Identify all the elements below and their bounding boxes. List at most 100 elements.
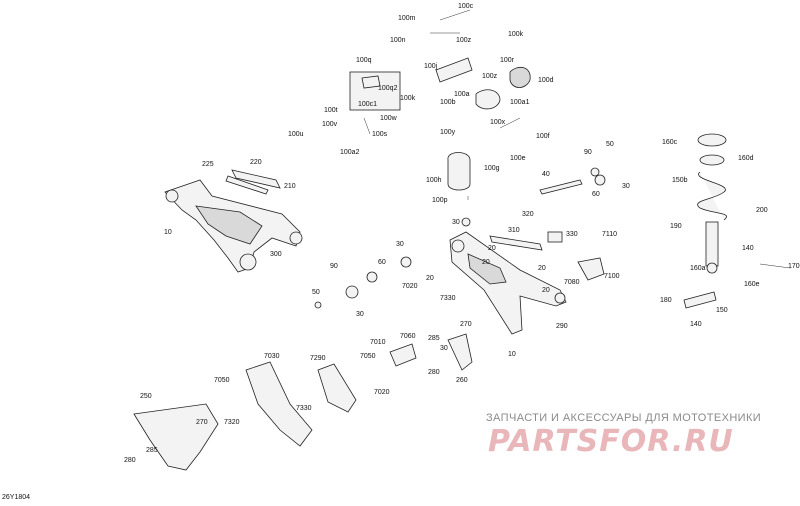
label-100s: 100s xyxy=(372,131,388,138)
bushing-30-c xyxy=(400,256,412,268)
label-160e: 160e xyxy=(744,281,760,288)
callout-labels: 100c 100m 100n 100z 100k 100q 100j 100r … xyxy=(124,3,800,464)
bushing-30-d xyxy=(345,285,359,299)
label-7020-b: 7020 xyxy=(374,389,390,396)
label-7100: 7100 xyxy=(604,273,620,280)
label-7330: 7330 xyxy=(440,295,456,302)
label-7320: 7320 xyxy=(224,419,240,426)
label-7080: 7080 xyxy=(564,279,580,286)
label-10-right: 10 xyxy=(508,351,516,358)
bushing-60 xyxy=(594,174,606,186)
label-60-b: 60 xyxy=(378,259,386,266)
guard-250 xyxy=(133,403,219,471)
label-7030: 7030 xyxy=(264,353,280,360)
bracket-7100 xyxy=(577,257,605,281)
label-100h: 100h xyxy=(426,177,442,184)
watermark-logo: PARTSFOR.RU xyxy=(488,424,734,459)
label-90: 90 xyxy=(584,149,592,156)
label-100k: 100k xyxy=(400,95,416,102)
label-100u: 100u xyxy=(288,131,304,138)
label-140: 140 xyxy=(742,245,754,252)
label-50-b: 50 xyxy=(312,289,320,296)
label-7010: 7010 xyxy=(370,339,386,346)
label-7290: 7290 xyxy=(310,355,326,362)
label-270: 270 xyxy=(460,321,472,328)
label-100c: 100c xyxy=(458,3,474,10)
label-100a: 100a xyxy=(454,91,470,98)
label-50: 50 xyxy=(606,141,614,148)
label-100a1: 100a1 xyxy=(510,99,530,106)
swing-arm-left xyxy=(164,179,303,273)
label-100c1: 100c1 xyxy=(358,101,377,108)
label-150: 150 xyxy=(716,307,728,314)
guard-7290 xyxy=(317,363,357,413)
label-210: 210 xyxy=(284,183,296,190)
label-160a: 160a xyxy=(690,265,706,272)
label-20-b: 20 xyxy=(482,259,490,266)
rod-40 xyxy=(539,179,583,195)
label-180: 180 xyxy=(660,297,672,304)
label-40: 40 xyxy=(542,171,550,178)
label-100q: 100q xyxy=(356,57,372,64)
label-100z: 100z xyxy=(456,37,472,44)
bushing-60-b xyxy=(366,271,378,283)
bushing-30-a xyxy=(461,217,471,227)
label-30-d: 30 xyxy=(356,311,364,318)
label-60: 60 xyxy=(592,191,600,198)
swing-arm-right xyxy=(449,231,567,335)
label-100v: 100v xyxy=(322,121,338,128)
label-7050-b: 7050 xyxy=(214,377,230,384)
label-30-c: 30 xyxy=(396,241,404,248)
label-20-d: 20 xyxy=(538,265,546,272)
label-100k-top: 100k xyxy=(508,31,524,38)
label-100z2: 100z xyxy=(482,73,498,80)
bracket-260 xyxy=(447,333,473,371)
label-300: 300 xyxy=(270,251,282,258)
label-100p: 100p xyxy=(432,197,448,204)
label-100a2: 100a2 xyxy=(340,149,360,156)
label-140-b: 140 xyxy=(690,321,702,328)
label-30: 30 xyxy=(622,183,630,190)
label-320: 320 xyxy=(522,211,534,218)
label-100y: 100y xyxy=(440,129,456,136)
label-100g: 100g xyxy=(484,165,500,172)
label-225: 225 xyxy=(202,161,214,168)
diagram-code: 26Y1804 xyxy=(2,494,31,501)
part-330-block xyxy=(547,231,563,243)
label-100w: 100w xyxy=(380,115,398,122)
label-285-b: 285 xyxy=(146,447,158,454)
part-210-bar xyxy=(225,175,269,195)
label-100r: 100r xyxy=(500,57,515,64)
label-200: 200 xyxy=(756,207,768,214)
label-160c: 160c xyxy=(662,139,678,146)
label-30-b: 30 xyxy=(452,219,460,226)
label-310: 310 xyxy=(508,227,520,234)
label-280: 280 xyxy=(428,369,440,376)
label-170: 170 xyxy=(788,263,800,270)
label-150b: 150b xyxy=(672,177,688,184)
label-100n: 100n xyxy=(390,37,406,44)
shock-absorber xyxy=(683,133,791,309)
label-100b: 100b xyxy=(440,99,456,106)
label-280-b: 280 xyxy=(124,457,136,464)
label-270-b: 270 xyxy=(196,419,208,426)
label-100m: 100m xyxy=(398,15,416,22)
label-290: 290 xyxy=(556,323,568,330)
label-7110: 7110 xyxy=(602,231,617,238)
upper-linkage-group xyxy=(349,9,531,200)
watermark-tagline: ЗАПЧАСТИ И АКСЕССУАРЫ ДЛЯ МОТОТЕХНИКИ xyxy=(486,412,762,424)
label-220: 220 xyxy=(250,159,262,166)
label-90-b: 90 xyxy=(330,263,338,270)
bracket-7060 xyxy=(389,343,417,367)
bushing-90 xyxy=(590,167,600,177)
label-20-a: 20 xyxy=(488,245,496,252)
label-160d: 160d xyxy=(738,155,754,162)
label-20-c: 20 xyxy=(426,275,434,282)
label-100j: 100j xyxy=(424,63,438,70)
part-310-bar xyxy=(489,235,543,251)
bolt-50 xyxy=(314,301,322,309)
label-100q2: 100q2 xyxy=(378,85,398,92)
label-100d: 100d xyxy=(538,77,554,84)
label-250: 250 xyxy=(140,393,152,400)
